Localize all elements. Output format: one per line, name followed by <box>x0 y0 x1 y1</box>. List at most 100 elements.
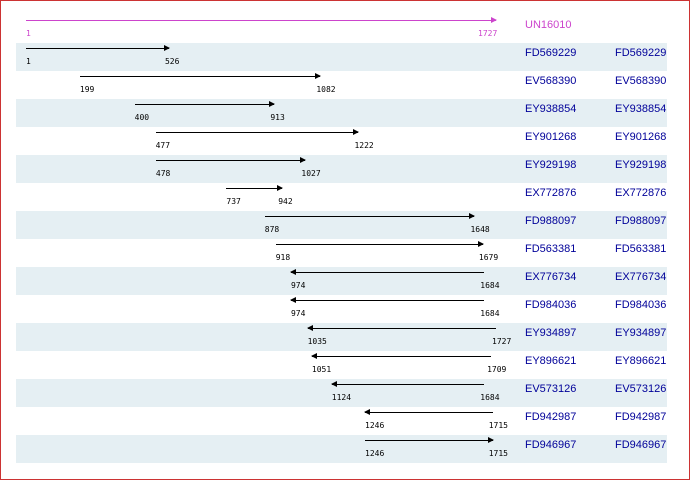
alignment-row: 1035 1727 EY934897 EY934897 <box>16 323 667 351</box>
arrowhead-right-icon <box>487 437 494 443</box>
arrowhead-right-icon <box>300 157 307 163</box>
accession-link-secondary[interactable]: EX772876 <box>615 187 667 199</box>
accession-link[interactable]: FD984036 <box>525 299 577 311</box>
accession-link-secondary[interactable]: EY938854 <box>615 103 667 115</box>
alignment-arrow <box>264 213 476 219</box>
reference-arrow <box>26 17 497 23</box>
alignment-arrow <box>79 73 322 79</box>
alignment-start-label: 878 <box>264 225 280 234</box>
reference-start-label: 1 <box>26 29 31 38</box>
accession-link[interactable]: EX772876 <box>525 187 577 199</box>
reference-row: 1 1727 UN16010 <box>16 15 667 43</box>
alignment-arrow <box>226 185 284 191</box>
alignment-arrow <box>289 269 485 275</box>
alignment-end-label: 942 <box>278 197 293 206</box>
accession-link[interactable]: EY896621 <box>525 355 577 367</box>
accession-link[interactable]: EX776734 <box>525 271 577 283</box>
reference-end-label: 1727 <box>478 29 498 38</box>
alignment-row: 1246 1715 FD946967 FD946967 <box>16 435 667 463</box>
alignment-start-label: 1051 <box>311 365 332 374</box>
alignment-start-label: 1 <box>26 57 31 66</box>
accession-link[interactable]: FD946967 <box>525 439 577 451</box>
alignment-arrow <box>310 353 492 359</box>
accession-link-secondary[interactable]: FD563381 <box>615 243 667 255</box>
accession-link[interactable]: FD569229 <box>525 47 577 59</box>
alignment-end-label: 1715 <box>488 421 508 430</box>
alignment-end-label: 1715 <box>488 449 508 458</box>
alignment-arrow <box>155 157 307 163</box>
alignment-end-label: 1684 <box>480 309 500 318</box>
alignment-start-label: 974 <box>290 281 306 290</box>
alignment-end-label: 1684 <box>480 281 500 290</box>
arrowhead-right-icon <box>353 129 360 135</box>
accession-link[interactable]: EY934897 <box>525 327 577 339</box>
alignment-start-label: 1246 <box>365 421 385 430</box>
accession-link[interactable]: FD563381 <box>525 243 577 255</box>
arrowhead-left-icon <box>289 297 296 303</box>
arrowhead-left-icon <box>330 381 337 387</box>
alignment-end-label: 1727 <box>492 337 512 346</box>
arrowhead-left-icon <box>364 409 371 415</box>
alignment-arrow <box>26 45 170 51</box>
alignment-row: 199 1082 EV568390 EV568390 <box>16 71 667 99</box>
arrowhead-right-icon <box>477 241 484 247</box>
reference-id: UN16010 <box>525 19 572 31</box>
alignment-arrow <box>306 325 496 331</box>
alignment-arrow <box>365 437 494 443</box>
arrowhead-left-icon <box>306 325 313 331</box>
arrowhead-right-icon <box>277 185 284 191</box>
accession-link-secondary[interactable]: EY929198 <box>615 159 667 171</box>
accession-link-secondary[interactable]: EX776734 <box>615 271 667 283</box>
alignment-end-label: 1679 <box>478 253 499 262</box>
alignment-end-label: 1648 <box>470 225 490 234</box>
alignment-row: 918 1679 FD563381 FD563381 <box>16 239 667 267</box>
arrowhead-right-icon <box>491 17 497 23</box>
accession-link-secondary[interactable]: FD942987 <box>615 411 667 423</box>
arrowhead-left-icon <box>310 353 317 359</box>
alignment-start-label: 1246 <box>365 449 385 458</box>
accession-link[interactable]: EV573126 <box>525 383 577 395</box>
accession-link-secondary[interactable]: FD988097 <box>615 215 667 227</box>
accession-link-secondary[interactable]: EY896621 <box>615 355 667 367</box>
alignment-start-label: 974 <box>290 309 306 318</box>
accession-link-secondary[interactable]: FD569229 <box>615 47 667 59</box>
accession-link-secondary[interactable]: FD946967 <box>615 439 667 451</box>
alignment-start-label: 199 <box>79 85 95 94</box>
accession-link[interactable]: EY901268 <box>525 131 577 143</box>
arrowhead-right-icon <box>163 45 170 51</box>
alignment-start-label: 918 <box>275 253 291 262</box>
accession-link-secondary[interactable]: EY934897 <box>615 327 667 339</box>
accession-link[interactable]: FD988097 <box>525 215 577 227</box>
arrowhead-left-icon <box>289 269 296 275</box>
accession-link-secondary[interactable]: EY901268 <box>615 131 667 143</box>
alignment-start-label: 737 <box>226 197 241 206</box>
alignment-end-label: 1709 <box>487 365 507 374</box>
alignment-end-label: 1082 <box>316 85 336 94</box>
accession-link-secondary[interactable]: EV573126 <box>615 383 667 395</box>
alignment-row: 974 1684 EX776734 EX776734 <box>16 267 667 295</box>
alignment-end-label: 913 <box>270 113 285 122</box>
accession-link[interactable]: EV568390 <box>525 75 577 87</box>
alignment-arrow <box>364 409 493 415</box>
alignment-row: 1246 1715 FD942987 FD942987 <box>16 407 667 435</box>
arrowhead-right-icon <box>315 73 322 79</box>
accession-link[interactable]: EY929198 <box>525 159 577 171</box>
accession-link-secondary[interactable]: EV568390 <box>615 75 667 87</box>
alignment-start-label: 478 <box>155 169 171 178</box>
alignment-row: 737 942 EX772876 EX772876 <box>16 183 667 211</box>
alignment-arrow <box>275 241 484 247</box>
alignment-start-label: 1035 <box>307 337 327 346</box>
accession-link[interactable]: EY938854 <box>525 103 577 115</box>
alignment-arrow <box>155 129 360 135</box>
accession-link-secondary[interactable]: FD984036 <box>615 299 667 311</box>
accession-link[interactable]: FD942987 <box>525 411 577 423</box>
alignment-end-label: 1684 <box>480 393 500 402</box>
arrowhead-right-icon <box>469 213 476 219</box>
